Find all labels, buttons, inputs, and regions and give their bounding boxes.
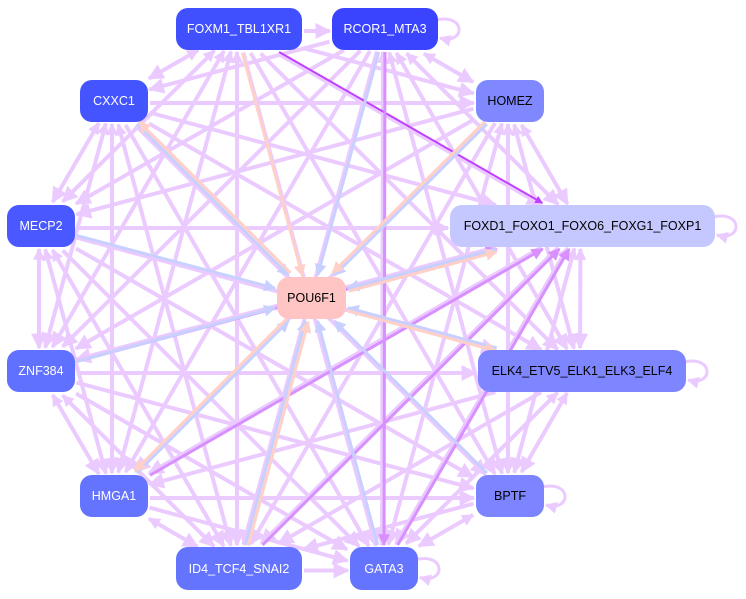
node-label: HMGA1 — [91, 489, 137, 503]
edge-rcor1-mta3-to-gata3 — [378, 51, 391, 547]
node-label: ZNF384 — [18, 364, 64, 378]
edge-cxxc1-to-pou6f1 — [135, 122, 290, 277]
edge-id4-tcf4-snai2-to-pou6f1 — [243, 319, 309, 546]
node-rcor1-mta3[interactable]: RCOR1_MTA3 — [332, 8, 438, 50]
self-loop-gata3 — [415, 557, 441, 587]
edge-znf384-to-pou6f1 — [76, 304, 277, 363]
edge-bptf-to-elk4-etv5-elk1-elk3-elf4 — [520, 391, 569, 473]
edge-foxd1-foxo1-foxo6-foxg1-foxp1-to-homez — [520, 123, 569, 205]
node-label: ELK4_ETV5_ELK1_ELK3_ELF4 — [491, 364, 673, 378]
edge-homez-to-pou6f1 — [333, 122, 488, 277]
edge-elk4-etv5-elk1-elk3-elf4-to-pou6f1 — [346, 304, 498, 350]
edge-bptf-to-pou6f1 — [333, 319, 489, 475]
edge-foxd1-foxo1-foxo6-foxg1-foxp1-to-hmga1 — [147, 245, 543, 476]
node-label: FOXD1_FOXO1_FOXO6_FOXG1_FOXP1 — [463, 219, 702, 233]
self-loop-rcor1-mta3 — [435, 17, 461, 47]
node-cxxc1[interactable]: CXXC1 — [80, 80, 148, 122]
edge-gata3-to-foxd1-foxo1-foxo6-foxg1-foxp1 — [396, 247, 571, 546]
node-label: BPTF — [494, 489, 526, 503]
edge-homez-to-id4-tcf4-snai2 — [249, 121, 497, 546]
edge-znf384-to-gata3 — [75, 391, 349, 552]
edge-mecp2-to-cxxc1 — [51, 121, 101, 203]
node-label: FOXM1_TBL1XR1 — [186, 22, 292, 36]
node-label: POU6F1 — [287, 291, 336, 305]
edge-mecp2-to-bptf — [75, 246, 475, 479]
edge-foxd1-foxo1-foxo6-foxg1-foxp1-to-pou6f1 — [346, 247, 497, 292]
node-znf384[interactable]: ZNF384 — [7, 350, 75, 392]
edge-rcor1-mta3-to-pou6f1 — [314, 51, 381, 277]
edge-pou6f1-to-elk4-etv5-elk1-elk3-elf4 — [346, 309, 498, 354]
node-hmga1[interactable]: HMGA1 — [80, 475, 148, 517]
edge-hmga1-to-foxd1-foxo1-foxo6-foxg1-foxp1 — [149, 247, 544, 477]
edge-pou6f1-to-hmga1 — [133, 317, 288, 472]
edge-homez-to-rcor1-mta3 — [422, 52, 474, 84]
edge-cxxc1-to-elk4-etv5-elk1-elk3-elf4 — [148, 121, 543, 352]
edge-id4-tcf4-snai2-to-pou6f1 — [246, 320, 312, 547]
edge-cxxc1-to-foxm1-tbl1xr1 — [148, 48, 200, 80]
node-homez[interactable]: HOMEZ — [476, 80, 544, 122]
node-label: CXXC1 — [93, 94, 135, 108]
edge-gata3-to-pou6f1 — [314, 319, 380, 546]
edge-cxxc1-to-foxd1-foxo1-foxo6-foxg1-foxp1 — [148, 110, 498, 209]
node-elk4-etv5-elk1-elk3-elf4[interactable]: ELK4_ETV5_ELK1_ELK3_ELF4 — [478, 350, 686, 392]
edge-rcor1-mta3-to-cxxc1 — [147, 39, 330, 94]
edge-pou6f1-to-cxxc1 — [138, 120, 292, 274]
edge-elk4-etv5-elk1-elk3-elf4-to-hmga1 — [147, 390, 496, 489]
node-label: RCOR1_MTA3 — [343, 22, 427, 36]
edge-elk4-etv5-elk1-elk3-elf4-to-id4-tcf4-snai2 — [277, 390, 543, 545]
edge-bptf-to-id4-tcf4-snai2 — [301, 501, 475, 554]
node-foxm1-tbl1xr1[interactable]: FOXM1_TBL1XR1 — [176, 8, 302, 50]
node-pou6f1[interactable]: POU6F1 — [277, 277, 346, 319]
node-gata3[interactable]: GATA3 — [350, 547, 418, 590]
edge-gata3-to-bptf — [418, 513, 475, 548]
node-bptf[interactable]: BPTF — [476, 475, 544, 517]
edge-rcor1-mta3-to-hmga1 — [123, 49, 372, 474]
edge-hmga1-to-znf384 — [51, 393, 101, 475]
edge-pou6f1-to-foxd1-foxo1-foxo6-foxg1-foxp1 — [348, 248, 498, 293]
node-label: GATA3 — [364, 561, 404, 576]
edge-mecp2-to-pou6f1 — [76, 234, 277, 292]
node-label: MECP2 — [19, 219, 63, 233]
node-label: ID4_TCF4_SNAI2 — [188, 561, 290, 576]
edge-hmga1-to-pou6f1 — [135, 319, 290, 475]
edge-foxm1-tbl1xr1-to-foxd1-foxo1-foxo6-foxg1-foxp1 — [278, 51, 544, 204]
self-loop-foxd1-foxo1-foxo6-foxg1-foxp1 — [712, 214, 738, 244]
edge-id4-tcf4-snai2-to-hmga1 — [147, 517, 199, 549]
edge-znf384-to-cxxc1 — [43, 122, 109, 348]
node-foxd1-foxo1-foxo6-foxg1-foxp1[interactable]: FOXD1_FOXO1_FOXO6_FOXG1_FOXP1 — [450, 205, 715, 247]
node-label: HOMEZ — [487, 94, 533, 108]
node-mecp2[interactable]: MECP2 — [7, 205, 75, 247]
self-loop-bptf — [541, 484, 567, 514]
self-loop-elk4-etv5-elk1-elk3-elf4 — [683, 359, 709, 389]
edge-homez-to-mecp2 — [74, 106, 474, 219]
edge-foxm1-tbl1xr1-to-pou6f1 — [240, 52, 306, 277]
edge-homez-to-znf384 — [74, 118, 475, 351]
edge-homez-to-pou6f1 — [331, 120, 486, 274]
node-id4-tcf4-snai2[interactable]: ID4_TCF4_SNAI2 — [176, 547, 302, 590]
